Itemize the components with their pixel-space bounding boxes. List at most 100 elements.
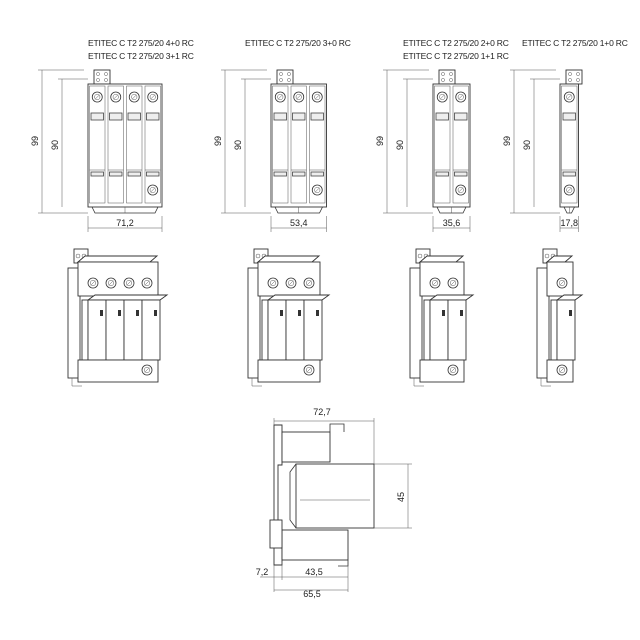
bottom-terminal-screw-inner <box>450 367 456 373</box>
base-top <box>418 255 465 263</box>
terminal-screw-inner <box>306 280 312 286</box>
status-indicator <box>460 310 463 316</box>
bottom-terminal-screw <box>455 184 467 196</box>
dim-label-offset: 7,2 <box>256 567 269 577</box>
dim-label-99: 99 <box>213 136 223 146</box>
bottom-terminal-screw-inner <box>314 187 321 193</box>
terminal-screw-inner <box>131 94 138 100</box>
terminal-screw-slot <box>296 94 302 100</box>
module-window <box>435 112 449 121</box>
base-upper <box>419 261 465 297</box>
connector-pin <box>96 78 100 82</box>
terminal-screw <box>147 91 159 103</box>
model-label-2pole-b: ETITEC C T2 275/20 1+1 RC <box>403 51 509 61</box>
plug-module <box>285 299 305 361</box>
connector-pin <box>96 72 100 76</box>
plug-module <box>123 299 143 361</box>
device-body <box>87 83 163 208</box>
terminal-screw-inner <box>108 280 114 286</box>
bottom-terminal-screw <box>447 364 459 376</box>
terminal-screw <box>303 277 315 289</box>
terminal-screw <box>436 91 448 103</box>
terminal-screw <box>267 277 279 289</box>
terminal-screw-inner <box>457 94 464 100</box>
base-upper <box>546 261 574 297</box>
plug-module <box>429 299 449 361</box>
bottom-terminal-screw <box>556 364 568 376</box>
connector-block <box>565 69 583 85</box>
bottom-terminal-screw-inner <box>306 367 312 373</box>
rear-housing <box>67 267 81 379</box>
plug-module <box>556 299 576 361</box>
module-strip <box>90 171 104 177</box>
terminal-screw-inner <box>149 94 156 100</box>
dim-label-99: 99 <box>30 136 40 146</box>
dim-label-90: 90 <box>50 140 60 150</box>
model-label-4pole-b: ETITEC C T2 275/20 3+1 RC <box>88 51 194 61</box>
module-window <box>310 112 324 121</box>
terminal-screw-inner <box>112 94 119 100</box>
base-lower <box>419 359 465 383</box>
module-window <box>292 112 306 121</box>
connector-pin <box>576 78 580 82</box>
terminal-screw-slot <box>277 94 283 100</box>
terminal-screw-inner <box>450 280 456 286</box>
module-side <box>550 299 558 361</box>
module-outline <box>561 85 578 204</box>
terminal-screw <box>274 91 286 103</box>
terminal-screw-slot <box>450 280 456 286</box>
din-clip <box>71 378 82 387</box>
terminal-screw <box>141 277 153 289</box>
bottom-terminal-screw <box>563 184 575 196</box>
connector-pin <box>568 78 572 82</box>
plug-module-side <box>295 463 375 529</box>
connector-block <box>276 69 294 85</box>
module-strip <box>109 171 123 177</box>
module-window <box>127 112 141 121</box>
status-indicator <box>118 310 121 316</box>
module-window <box>273 112 287 121</box>
connector-pin <box>544 253 550 259</box>
terminal-screw-slot <box>108 280 114 286</box>
module-outline <box>126 85 143 204</box>
connector-pin <box>279 78 283 82</box>
isometric-views <box>67 248 584 387</box>
terminal-screw-inner <box>559 280 565 286</box>
plug-module <box>267 299 287 361</box>
module-window <box>146 112 160 121</box>
terminal-screw-slot <box>566 94 572 100</box>
dim-label-height: 45 <box>396 492 406 502</box>
bottom-terminal-screw-slot <box>458 187 464 193</box>
dim-label-depth: 72,7 <box>313 407 331 417</box>
terminal-screw <box>105 277 117 289</box>
dim-label-99: 99 <box>502 136 512 146</box>
dim-label-base: 65,5 <box>303 589 321 599</box>
connector-block <box>93 69 111 85</box>
terminal-screw <box>128 91 140 103</box>
terminal-screw <box>563 91 575 103</box>
plug-module <box>447 299 467 361</box>
base-lower <box>546 359 574 383</box>
terminal-screw <box>429 277 441 289</box>
terminal-screw-inner <box>288 280 294 286</box>
dim-label-width: 53,4 <box>290 218 308 228</box>
terminal-screw-slot <box>306 280 312 286</box>
terminal-screw <box>556 277 568 289</box>
bottom-terminal-screw <box>311 184 323 196</box>
upper-base <box>281 431 331 463</box>
terminal-screw-slot <box>458 94 464 100</box>
terminal-screw-slot <box>90 280 96 286</box>
module-outline <box>89 85 106 204</box>
module-outline <box>309 85 326 204</box>
device-body <box>559 83 579 208</box>
status-indicator <box>136 310 139 316</box>
terminal-screw-inner <box>144 280 150 286</box>
connector-pin <box>279 72 283 76</box>
base-upper <box>257 261 321 297</box>
din-clip <box>540 378 551 387</box>
module-outline <box>452 85 469 204</box>
terminal-screw-slot <box>288 280 294 286</box>
